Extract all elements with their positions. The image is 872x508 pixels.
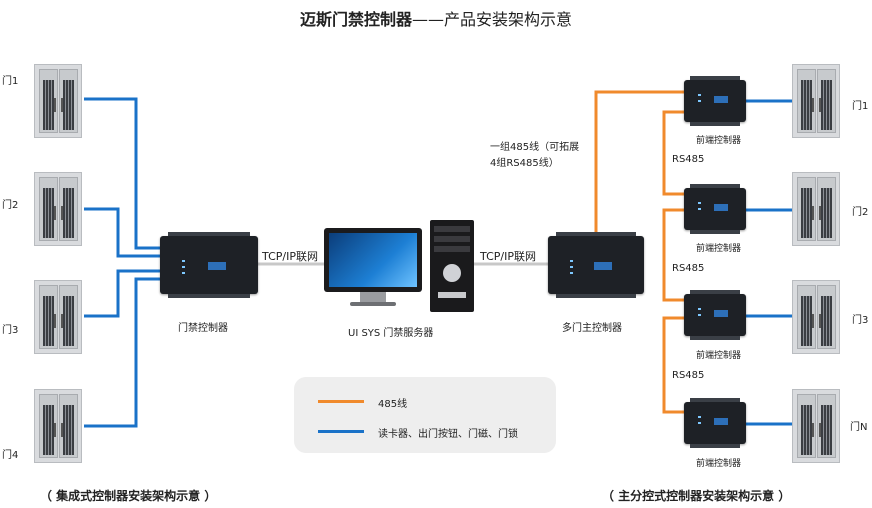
rs485-label: RS485 [672,370,705,381]
access-controller-device [160,232,258,298]
legend-label-rs485: 485线 [378,399,408,410]
left-controller-label: 门禁控制器 [178,323,228,334]
right-door-label: 门N [850,422,868,433]
rs485-label: RS485 [672,263,705,274]
door-image [34,172,82,246]
bus-note-line1: 一组485线（可拓展 [490,142,580,153]
door-image [792,280,840,354]
server-label: UI SYS 门禁服务器 [348,328,434,339]
multi-controller-label: 多门主控制器 [562,323,622,334]
front-controller-device [684,290,746,340]
left-door-label: 门4 [2,450,19,461]
left-network-label: TCP/IP联网 [262,250,318,263]
front-controller-label: 前端控制器 [696,459,742,469]
front-controller-device [684,398,746,448]
left-door-label: 门3 [2,325,19,336]
door-image [792,172,840,246]
legend: 485线 读卡器、出门按钮、门磁、门锁 [294,377,556,453]
rs485-wires [594,90,684,414]
front-controller-device [684,76,746,126]
page-title: 迈斯门禁控制器——产品安装架构示意 [0,6,872,30]
wire-door4 [84,277,160,428]
right-door-label: 门1 [852,101,869,112]
rs485-label: RS485 [672,154,705,165]
door-image [34,280,82,354]
monitor-base [350,302,396,306]
bus-seg2 [662,208,684,302]
bus-seg1 [662,110,684,196]
monitor-icon [324,228,422,292]
monitor-stand [360,292,386,302]
door-image [792,64,840,138]
left-door-label: 门1 [2,76,19,87]
front-controller-device [684,184,746,234]
right-door-label: 门3 [852,315,869,326]
bus-note-line2: 4组RS485线） [490,158,559,169]
right-network-label: TCP/IP联网 [480,250,536,263]
wire-door3 [84,269,160,318]
wire-door1 [84,97,160,250]
legend-label-signal: 读卡器、出门按钮、门磁、门锁 [378,429,518,440]
multi-door-controller-device [548,232,644,298]
legend-swatch-rs485 [318,400,364,403]
door-image [792,389,840,463]
front-controller-label: 前端控制器 [696,136,742,146]
left-caption: （ 集成式控制器安装架构示意 ） [40,489,217,503]
bus-seg3 [662,316,684,414]
wire-door2 [84,207,160,258]
bus-main [594,90,684,236]
front-controller-label: 前端控制器 [696,244,742,254]
front-controller-label: 前端控制器 [696,351,742,361]
left-door-label: 门2 [2,200,19,211]
right-caption: （ 主分控式控制器安装架构示意 ） [602,489,791,503]
right-signal-wires [746,99,792,426]
server-tower-icon [430,220,474,312]
legend-swatch-signal [318,430,364,433]
door-image [34,64,82,138]
title-sub: ——产品安装架构示意 [412,10,573,29]
left-signal-wires [84,97,160,428]
door-image [34,389,82,463]
title-main: 迈斯门禁控制器 [299,10,412,29]
right-door-label: 门2 [852,207,869,218]
